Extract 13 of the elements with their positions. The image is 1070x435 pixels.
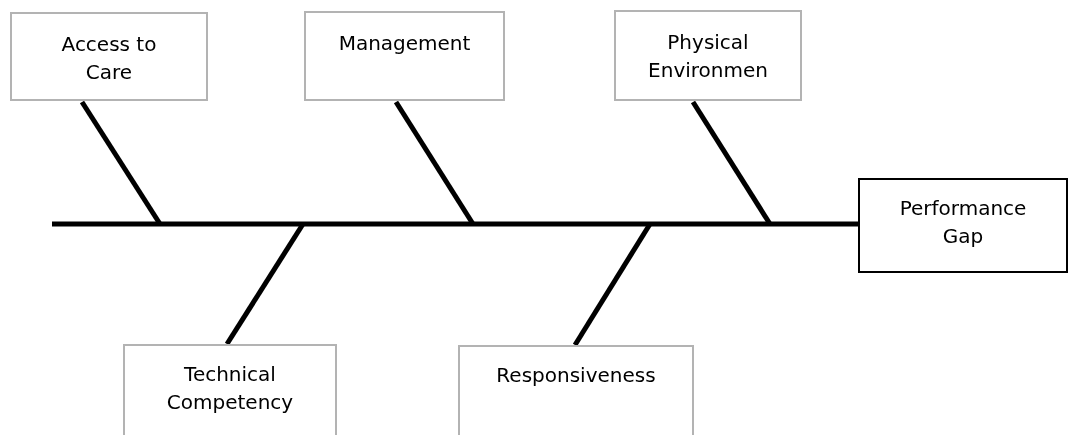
box-label: Physical Environmen: [647, 29, 769, 84]
spine-line: [52, 221, 858, 227]
cause-box: [614, 10, 802, 101]
cause-box: [10, 12, 208, 101]
box-label: Management: [338, 30, 471, 57]
cause-box: [304, 11, 505, 101]
box-label: Technical Competency: [165, 361, 295, 416]
box-label: Access to Care: [60, 31, 158, 86]
effect-box: [858, 178, 1068, 273]
cause-box: [458, 345, 694, 435]
cause-box: [123, 344, 337, 435]
box-label: Responsiveness: [496, 362, 656, 389]
box-label: Performance Gap: [899, 195, 1027, 250]
